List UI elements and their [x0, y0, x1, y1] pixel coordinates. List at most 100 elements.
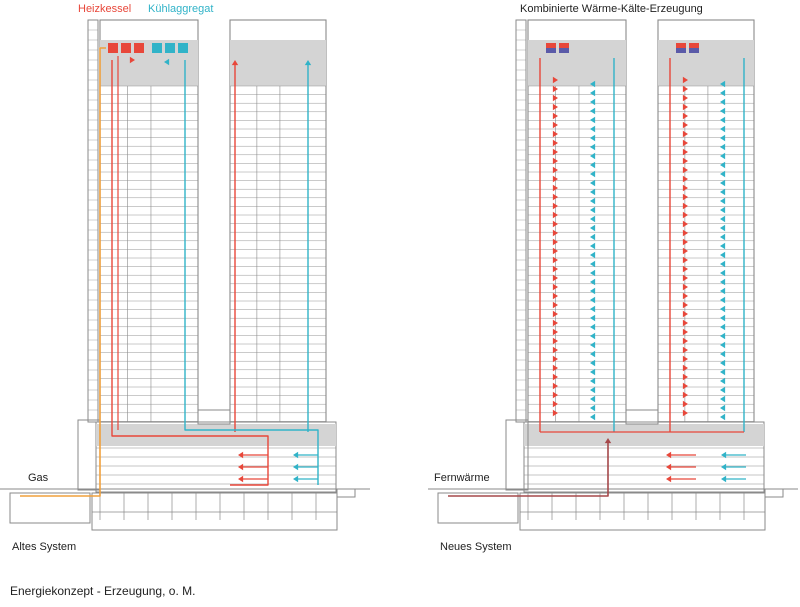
floor-heating-arrow [552, 175, 558, 183]
floor-heating-arrow [682, 229, 688, 237]
floor-cooling-arrow [720, 359, 726, 367]
ground-step [336, 488, 356, 498]
facade-strip [515, 19, 527, 423]
floor-heating-arrow [552, 346, 558, 354]
floor-cooling-arrow [720, 89, 726, 97]
combined-unit-cooling [559, 48, 569, 53]
floor-heating-arrow [552, 301, 558, 309]
floor-cooling-arrow [720, 350, 726, 358]
right-tower [229, 19, 327, 423]
floor-heating-arrow [552, 148, 558, 156]
floor-cooling-arrow [720, 413, 726, 421]
floor-heating-arrow [552, 319, 558, 327]
podium-cooling-arrow [721, 475, 727, 483]
side-annex [505, 419, 529, 491]
floor-cooling-arrow [720, 170, 726, 178]
floor-heating-arrow [682, 256, 688, 264]
floor-heating-arrow [552, 139, 558, 147]
floor-heating-arrow [682, 337, 688, 345]
floor-cooling-arrow [720, 116, 726, 124]
floor-cooling-arrow [590, 359, 596, 367]
floor-cooling-arrow [590, 269, 596, 277]
floor-cooling-arrow [590, 413, 596, 421]
floor-cooling-arrow [590, 332, 596, 340]
floor-heating-arrow [682, 391, 688, 399]
floor-heating-arrow [552, 247, 558, 255]
floor-heating-arrow [552, 229, 558, 237]
floor-heating-arrow [552, 382, 558, 390]
floor-heating-arrow [682, 265, 688, 273]
floor-heating-arrow [682, 310, 688, 318]
floor-cooling-arrow [720, 341, 726, 349]
floor-heating-arrow [552, 193, 558, 201]
right-tower-plant-floor [230, 40, 326, 86]
floor-cooling-arrow [590, 233, 596, 241]
floor-cooling-arrow [720, 206, 726, 214]
floor-cooling-arrow [590, 314, 596, 322]
floor-cooling-arrow [590, 152, 596, 160]
floor-cooling-arrow [720, 395, 726, 403]
floor-cooling-arrow [720, 197, 726, 205]
floor-cooling-arrow [590, 197, 596, 205]
floor-cooling-arrow [720, 125, 726, 133]
floor-cooling-arrow [590, 287, 596, 295]
district-heat-supply-line [448, 440, 609, 497]
podium-cooling-arrow [293, 475, 299, 483]
floor-heating-arrow [552, 328, 558, 336]
floor-heating-arrow [682, 139, 688, 147]
floor-heating-arrow [682, 121, 688, 129]
basement-left [437, 492, 519, 524]
facade-strip [87, 19, 99, 423]
floor-heating-arrow [552, 355, 558, 363]
floor-cooling-arrow [720, 305, 726, 313]
floor-cooling-arrow [590, 323, 596, 331]
cooling-arrow [164, 58, 170, 66]
floor-heating-arrow [682, 211, 688, 219]
right-tower [657, 19, 755, 423]
tower-gap-bridge [197, 409, 231, 425]
boiler-unit [108, 43, 118, 53]
combined-unit-heating [676, 43, 686, 48]
floor-cooling-arrow [590, 242, 596, 250]
combined-unit-cooling [676, 48, 686, 53]
podium-cooling-arrow [293, 463, 299, 471]
floor-heating-arrow [552, 310, 558, 318]
floor-heating-arrow [552, 409, 558, 417]
floor-heating-arrow [682, 364, 688, 372]
floor-heating-arrow [552, 85, 558, 93]
combined-generation-title: Kombinierte Wärme-Kälte-Erzeugung [520, 3, 703, 15]
floor-heating-arrow [552, 283, 558, 291]
floor-heating-arrow [552, 94, 558, 102]
legend-cooling-label: Kühlaggregat [148, 3, 214, 15]
floor-heating-arrow [552, 166, 558, 174]
podium-cooling-arrow [293, 451, 299, 459]
floor-cooling-arrow [720, 242, 726, 250]
floor-cooling-arrow [720, 278, 726, 286]
floor-heating-arrow [682, 76, 688, 84]
podium-plant-floor [524, 424, 764, 446]
heating-riser-left [111, 60, 269, 486]
floor-cooling-arrow [720, 179, 726, 187]
old-system-label: Altes System [12, 541, 77, 553]
floor-cooling-arrow [590, 404, 596, 412]
floor-heating-arrow [682, 382, 688, 390]
floor-heating-arrow [682, 301, 688, 309]
ground-step [764, 488, 784, 498]
floor-cooling-arrow [590, 89, 596, 97]
floor-cooling-arrow [720, 251, 726, 259]
floor-cooling-arrow [590, 296, 596, 304]
floor-cooling-arrow [590, 368, 596, 376]
tower-gap-bridge [625, 409, 659, 425]
floor-cooling-arrow [720, 404, 726, 412]
floor-cooling-arrow [590, 386, 596, 394]
podium-cooling-arrow [721, 451, 727, 459]
podium-plant-floor [96, 424, 336, 446]
floor-cooling-arrow [720, 188, 726, 196]
floor-cooling-arrow [720, 80, 726, 88]
podium-heating-arrow [666, 475, 672, 483]
district-heat-arrow [604, 438, 612, 444]
floor-cooling-arrow [590, 305, 596, 313]
floor-cooling-arrow [720, 143, 726, 151]
